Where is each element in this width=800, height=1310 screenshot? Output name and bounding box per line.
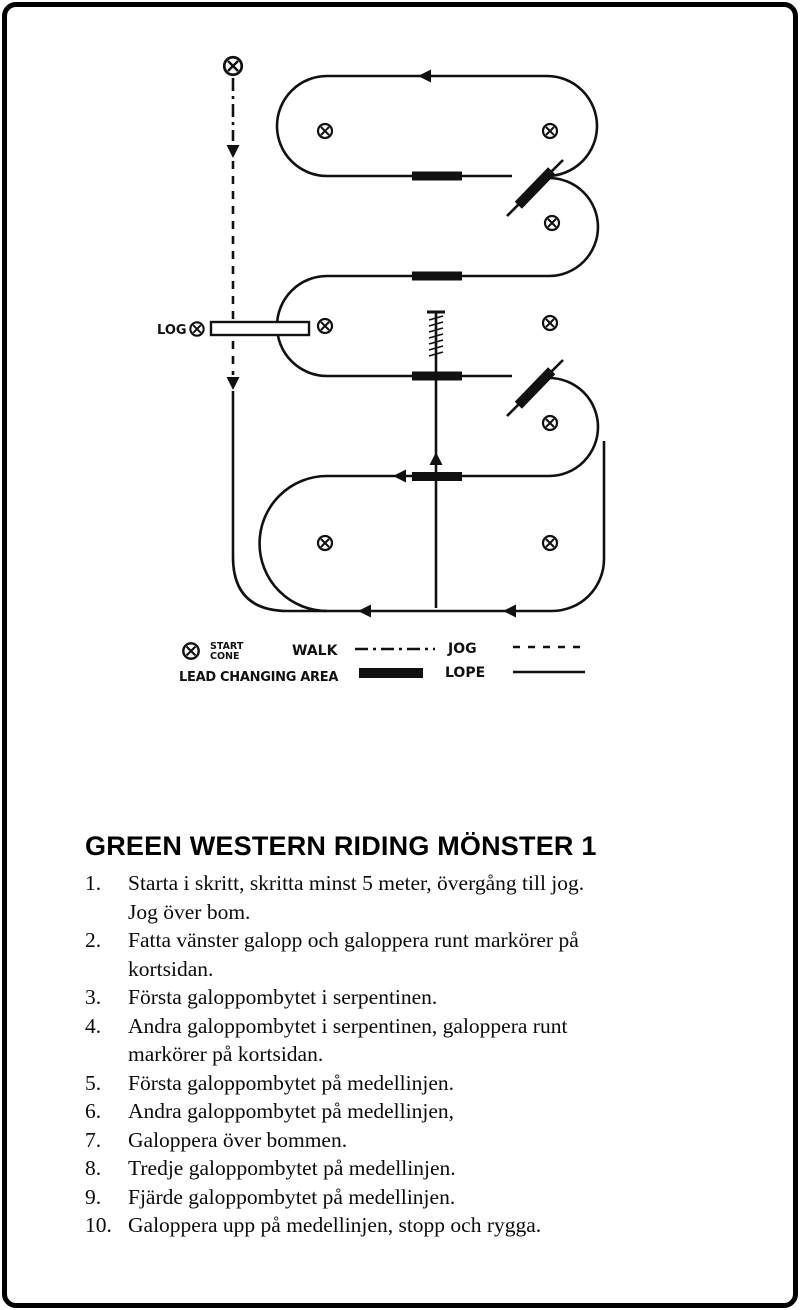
direction-arrow: [503, 604, 516, 618]
lead-change-bar: [412, 171, 462, 181]
lead-change-bars: [412, 167, 556, 481]
pattern-description: GREEN WESTERN RIDING MÖNSTER 1 1. Starta…: [85, 831, 747, 1240]
marker-cone-icon: [543, 214, 561, 232]
step-row: 1. Starta i skritt, skritta minst 5 mete…: [85, 869, 747, 926]
legend-lead-change-bar: [359, 668, 423, 678]
step-text: Första galoppombytet i serpentinen.: [128, 985, 438, 1009]
legend-cone-label-line2: CONE: [210, 651, 240, 662]
log-bar: [209, 320, 311, 337]
marker-cone-icon: [541, 414, 559, 432]
lead-change-bar: [514, 167, 556, 209]
step-number: 9.: [85, 1184, 102, 1209]
direction-arrow: [418, 69, 431, 83]
step-text: Galoppera över bommen.: [128, 1127, 348, 1152]
step-row: 5. Första galoppombytet på medellinjen.: [85, 1069, 747, 1098]
legend-start-cone-icon: [182, 642, 200, 660]
legend-lope-label: LOPE: [445, 665, 485, 681]
step-number: 10.: [85, 1213, 112, 1237]
step-text: Fatta vänster galopp och galoppera runt …: [128, 928, 579, 981]
step-row: 2. Fatta vänster galopp och galoppera ru…: [85, 926, 747, 983]
pole-icon: [427, 310, 445, 357]
marker-cone-icon: [316, 317, 334, 335]
marker-cone-icon: [541, 122, 559, 140]
lead-change-bar: [514, 367, 556, 409]
pattern-svg: LOG START CONE WALK: [157, 55, 606, 685]
step-text: Första galoppombytet på medellinjen.: [128, 1070, 455, 1095]
step-row: 10. Galoppera upp på medellinjen, stopp …: [85, 1211, 747, 1240]
step-number: 5.: [85, 1070, 102, 1095]
legend-lead-changing-area-label: LEAD CHANGING AREA: [179, 670, 338, 685]
legend-walk-label: WALK: [292, 643, 339, 659]
step-number: 7.: [85, 1127, 102, 1152]
step-number: 6.: [85, 1099, 102, 1123]
marker-cone-icon: [541, 314, 559, 332]
riding-pattern-diagram: LOG START CONE WALK: [7, 11, 793, 711]
lead-change-bar: [412, 271, 462, 281]
step-number: 8.: [85, 1156, 102, 1180]
steps-list: 1. Starta i skritt, skritta minst 5 mete…: [85, 869, 747, 1240]
step-number: 2.: [85, 928, 102, 952]
step-number: 3.: [85, 985, 102, 1009]
direction-arrow: [226, 145, 240, 158]
direction-arrow: [429, 452, 443, 465]
lead-change-bar: [412, 472, 462, 481]
step-row: 7. Galoppera över bommen.: [85, 1126, 747, 1155]
step-row: 3. Första galoppombytet i serpentinen.: [85, 983, 747, 1012]
direction-arrow: [226, 377, 240, 390]
marker-cone-icon: [316, 122, 334, 140]
step-text: Andra galoppombytet på medellinjen,: [128, 1099, 454, 1123]
marker-cone-icon: [541, 534, 559, 552]
step-row: 4. Andra galoppombytet i serpentinen, ga…: [85, 1012, 747, 1069]
step-text: Fjärde galoppombytet på medellinjen.: [128, 1184, 456, 1209]
step-text: Tredje galoppombytet på medellinjen.: [128, 1156, 456, 1180]
marker-cone-icon: [316, 534, 334, 552]
step-row: 8. Tredje galoppombytet på medellinjen.: [85, 1154, 747, 1183]
log-cone-icon: [189, 321, 205, 337]
log-label: LOG: [157, 323, 187, 338]
legend: START CONE WALK JOG LEAD CHANGING AREA L…: [179, 641, 585, 685]
legend-start-label-line1: START: [210, 641, 244, 652]
step-text: Andra galoppombytet i serpentinen, galop…: [128, 1013, 568, 1067]
entry-corner-path: [231, 391, 289, 613]
start-cone-icon: [222, 55, 244, 77]
direction-arrow: [393, 469, 406, 483]
page-title: GREEN WESTERN RIDING MÖNSTER 1: [85, 831, 597, 861]
arena-markers: [316, 122, 561, 552]
direction-arrows: [226, 69, 516, 618]
step-row: 9. Fjärde galoppombytet på medellinjen.: [85, 1183, 747, 1212]
direction-arrow: [358, 604, 371, 618]
legend-jog-label: JOG: [447, 641, 477, 657]
step-number: 1.: [85, 871, 102, 895]
step-row: 6. Andra galoppombytet på medellinjen,: [85, 1097, 747, 1126]
step-text: Starta i skritt, skritta minst 5 meter, …: [128, 871, 585, 924]
step-text: Galoppera upp på medellinjen, stopp och …: [128, 1213, 542, 1237]
step-number: 4.: [85, 1013, 102, 1038]
lead-change-bar: [412, 371, 462, 381]
